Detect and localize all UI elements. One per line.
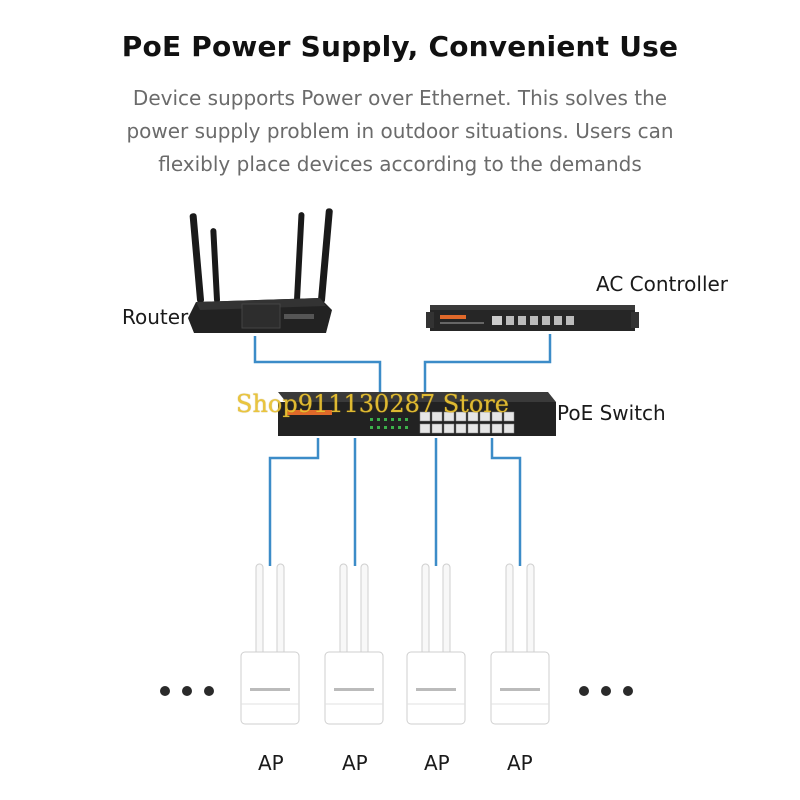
poe-switch-label: PoE Switch — [557, 401, 666, 425]
ap4-cable — [490, 438, 522, 566]
router-label: Router — [122, 305, 189, 329]
ap-device-4 — [490, 563, 550, 725]
network-cables — [253, 334, 552, 566]
ac-controller-cable — [423, 334, 552, 392]
switch-ports — [419, 411, 515, 434]
router-cable — [253, 336, 382, 392]
ac-controller-device — [426, 305, 639, 331]
store-watermark: Shop911130287 Store — [236, 390, 509, 418]
ellipsis-left-icon — [160, 686, 214, 696]
ap-device-2 — [324, 563, 384, 725]
ap-label-3: AP — [424, 751, 450, 775]
page-title: PoE Power Supply, Convenient Use — [121, 30, 679, 63]
ac-controller-label: AC Controller — [596, 272, 729, 296]
page-description: Device supports Power over Ethernet. Thi… — [126, 86, 674, 176]
ap-label-2: AP — [342, 751, 368, 775]
ap-device-3 — [406, 563, 466, 725]
ap-label-1: AP — [258, 751, 284, 775]
router-device — [188, 208, 333, 333]
poe-switch-device — [278, 392, 556, 436]
ellipsis-right-icon — [579, 686, 633, 696]
ap-device-1 — [240, 563, 300, 725]
ap-label-4: AP — [507, 751, 533, 775]
ap1-cable — [268, 438, 320, 566]
switch-leds — [370, 418, 408, 429]
